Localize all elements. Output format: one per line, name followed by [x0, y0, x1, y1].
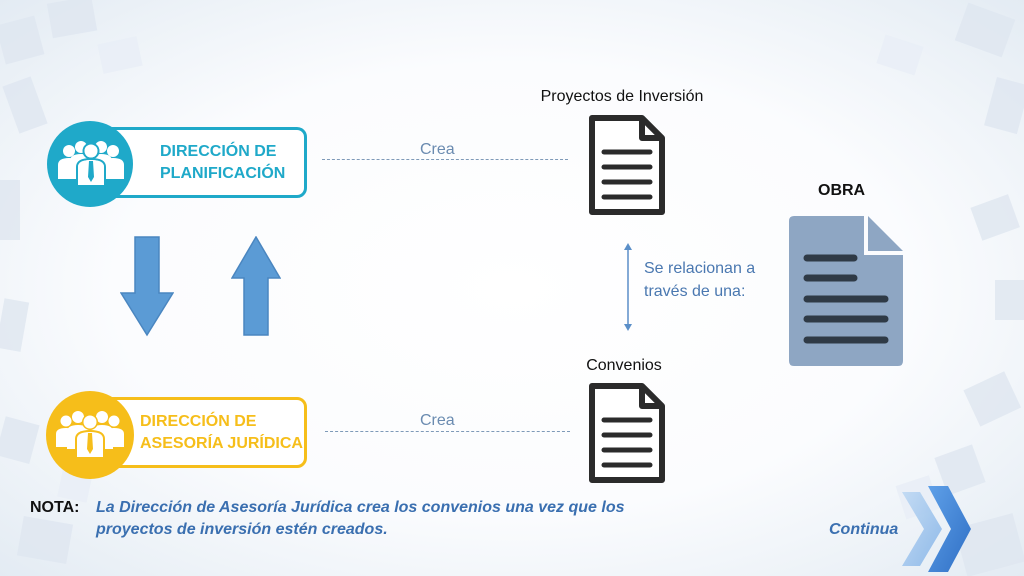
continue-link[interactable]: Continua: [829, 521, 899, 538]
relation-line1: Se relacionan a: [644, 260, 756, 277]
asesoria-label: DIRECCIÓN DE ASESORÍA JURÍDICA: [140, 411, 303, 455]
arrow-up-icon: [231, 236, 281, 336]
planificacion-line1: DIRECCIÓN DE: [160, 143, 277, 160]
people-group-icon-2: [56, 411, 124, 457]
connector-bottom: [325, 431, 570, 432]
planificacion-label: DIRECCIÓN DE PLANIFICACIÓN: [160, 141, 285, 185]
relation-text: Se relacionan a través de una:: [644, 257, 755, 303]
chevron-right-icon[interactable]: [900, 486, 972, 572]
crea-label-top: Crea: [420, 141, 455, 158]
double-arrow-icon: [624, 243, 632, 331]
crea-label-bottom: Crea: [420, 412, 455, 429]
doc-proyectos-label: Proyectos de Inversión: [540, 88, 704, 105]
note-line1: La Dirección de Asesoría Jurídica crea l…: [96, 499, 625, 516]
document-icon: [589, 115, 665, 215]
connector-top: [322, 159, 568, 160]
arrow-down-icon: [120, 236, 174, 337]
planificacion-line2: PLANIFICACIÓN: [160, 165, 286, 182]
obra-document-icon: [789, 216, 903, 366]
relation-line2: través de una:: [644, 283, 746, 300]
document-icon-2: [589, 383, 665, 483]
note-text: La Dirección de Asesoría Jurídica crea l…: [96, 497, 625, 541]
obra-label: OBRA: [818, 182, 866, 199]
note-line2: proyectos de inversión estén creados.: [96, 521, 388, 538]
people-group-icon: [58, 141, 124, 185]
note-label: NOTA:: [30, 499, 80, 516]
doc-convenios-label: Convenios: [586, 357, 662, 374]
asesoria-line2: ASESORÍA JURÍDICA: [140, 435, 303, 452]
asesoria-line1: DIRECCIÓN DE: [140, 413, 257, 430]
